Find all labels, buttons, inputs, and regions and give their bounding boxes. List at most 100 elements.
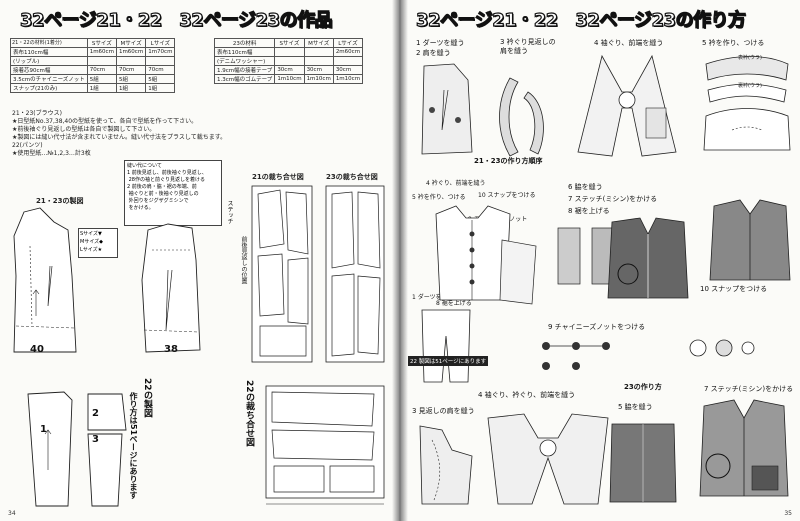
table-cell: 70cm <box>115 65 147 75</box>
order-23-title: 23の作り方 <box>624 383 662 391</box>
table-cell: 1.9cm幅の接着テープ <box>213 65 276 75</box>
step-label: 8 裾を上げる <box>436 300 472 307</box>
vest-stitch-illustration <box>607 217 689 299</box>
table-cell: 1組 <box>86 83 117 93</box>
table-cell: 70cm <box>145 65 176 75</box>
piece-label-3: 3 <box>92 434 99 445</box>
table-cell: 2m60cm <box>332 47 364 57</box>
step-label: 10 スナップをつける <box>478 192 536 199</box>
table-cell: 1m60cm <box>115 47 147 57</box>
step-label: 4 袖ぐり、前端を縫う <box>594 39 664 47</box>
note-line: ★前後袖ぐり見返しの型紙は各自で製図して下さい。 <box>12 126 156 133</box>
size-legend-m: Mサイズ◆ <box>80 239 104 245</box>
step-label: 5 脇を縫う <box>618 403 653 411</box>
note-line: 21・23(ブラウス) <box>12 110 62 117</box>
piece-label-2: 2 <box>92 408 99 419</box>
draft-21-23-title: 21・23の製図 <box>36 197 84 205</box>
table-cell <box>274 47 305 57</box>
table-cell: 1m10cm <box>332 74 364 84</box>
blouse-order-illustration <box>435 205 537 305</box>
seam-allowance-callout: 縫い代について 1 前後見返し、前後袖ぐり見返し、 28作の袖と前ぐり見返しを着… <box>124 160 222 226</box>
step-label: 4 衿ぐり、前端を縫う <box>426 180 486 187</box>
cut-22-title: 22の裁ち合せ図 <box>244 380 254 447</box>
size-legend-l: Lサイズ★ <box>80 247 103 253</box>
table-cell: 表布110cm幅 <box>213 47 276 57</box>
table-header: Sサイズ <box>86 38 117 48</box>
table-cell: 30cm <box>332 65 364 75</box>
step-label: 1 ダーツを縫う <box>412 294 454 301</box>
piece-label-1: 1 <box>40 424 47 435</box>
page-number-right: 35 <box>784 510 792 517</box>
table-cell: 表布110cm幅 <box>10 47 88 57</box>
step-label: 10 スナップをつける <box>700 285 768 293</box>
small-label: 裏衿(ウラ) <box>738 83 762 89</box>
table-cell <box>303 47 334 57</box>
note-line: ★使用型紙…№1,2,3…計3枚 <box>12 150 91 157</box>
table-cell: 5組 <box>115 74 147 84</box>
right-page: 32ページ21・22 32ページ23の作り方 1 ダーツを縫う 2 肩を縫う 3… <box>408 0 800 521</box>
pants-pattern-1 <box>27 391 73 507</box>
table-cell: 1.3cm幅のゴムテープ <box>213 74 276 84</box>
cutting-layout-23 <box>325 185 385 363</box>
step-label: 3 見返しの肩を縫う <box>412 407 475 415</box>
table-cell: 接着芯90cm幅 <box>10 65 88 75</box>
vest-23-stitch-illustration <box>699 399 789 497</box>
small-label: 表衿(ウラ) <box>738 55 762 61</box>
note-line: 22(パンツ) <box>12 142 43 149</box>
step-label: 4 袖ぐり、衿ぐり、前端を縫う <box>478 391 576 399</box>
step-label: 8 裾を上げる <box>568 207 610 215</box>
piece-label-40: 40 <box>30 344 44 355</box>
note-line: ★製図には縫い代寸法が含まれていません。縫い代寸法をプラスして裁ちます。 <box>12 134 227 141</box>
cutting-layout-22 <box>265 385 385 505</box>
dart-illustration <box>421 63 473 155</box>
shoulder-facing-illustration <box>419 425 473 505</box>
step-label: 3 衿ぐり見返しの肩を縫う <box>500 38 556 55</box>
right-page-title: 32ページ21・22 32ページ23の作り方 <box>415 9 746 31</box>
size-legend: Sサイズ▼ Mサイズ◆ Lサイズ★ <box>78 228 118 258</box>
step-label: 5 衿を作り、つける <box>412 194 466 201</box>
cut-21-title: 21の裁ち合せ図 <box>252 173 304 181</box>
step-label: 5 衿を作り、つける <box>702 39 765 47</box>
chinese-knot-illustration <box>542 342 610 370</box>
step-label: 7 ステッチ(ミシン)をかける <box>704 385 794 393</box>
size-legend-s: Sサイズ▼ <box>80 231 102 237</box>
order-title: 21・23の作り方順序 <box>474 157 543 165</box>
left-page: 32ページ21・22 32ページ23の作品 Sサイズ Mサイズ Lサイズ 表布1… <box>0 0 392 521</box>
cutting-layout-21 <box>251 185 313 363</box>
step-label: 7 ステッチ(ミシン)をかける <box>568 195 658 203</box>
cut-23-title: 23の裁ち合せ図 <box>326 173 378 181</box>
table-header: Mサイズ <box>303 38 334 48</box>
draft-22-title: 22の製図 <box>142 378 152 418</box>
step-label: 6 脇を縫う <box>568 183 603 191</box>
step-label: 9 チャイニーズノットをつける <box>548 323 646 331</box>
table-cell: 5組 <box>145 74 176 84</box>
side-seam-23-illustration <box>609 423 677 503</box>
table-cell: 70cm <box>86 65 117 75</box>
note-line: ★日型紙No.37,38,40の型紙を使って、各自で型紙を作って下さい。 <box>12 118 198 125</box>
table-cell: 1m70cm <box>145 47 176 57</box>
table-cell: 1組 <box>145 83 176 93</box>
bodice-pattern-40 <box>13 207 77 353</box>
table-cell: 30cm <box>303 65 334 75</box>
vest-finished-illustration <box>709 199 791 281</box>
draft-22-note: 作り方は51ページにあります <box>129 392 138 500</box>
table-cell: 1組 <box>115 83 147 93</box>
step-label: 2 肩を縫う <box>416 49 451 57</box>
pants-pattern-2-3 <box>87 393 127 507</box>
table-cell: スナップ(21のみ) <box>10 83 88 93</box>
table-cell: (デニムワッシャー) <box>213 56 276 66</box>
collar-illustration <box>703 56 791 151</box>
table-cell: 1m10cm <box>274 74 305 84</box>
pants-illustration <box>421 309 471 383</box>
book-gutter <box>392 0 408 521</box>
table-header: Sサイズ <box>274 38 305 48</box>
table-cell: 30cm <box>274 65 305 75</box>
armhole-illustration <box>577 54 677 157</box>
page-number-left: 34 <box>8 510 16 517</box>
dimension-note: 前後見返しの位置 <box>240 236 247 284</box>
facing-illustration <box>499 77 544 157</box>
step-label: 1 ダーツを縫う <box>416 39 465 47</box>
